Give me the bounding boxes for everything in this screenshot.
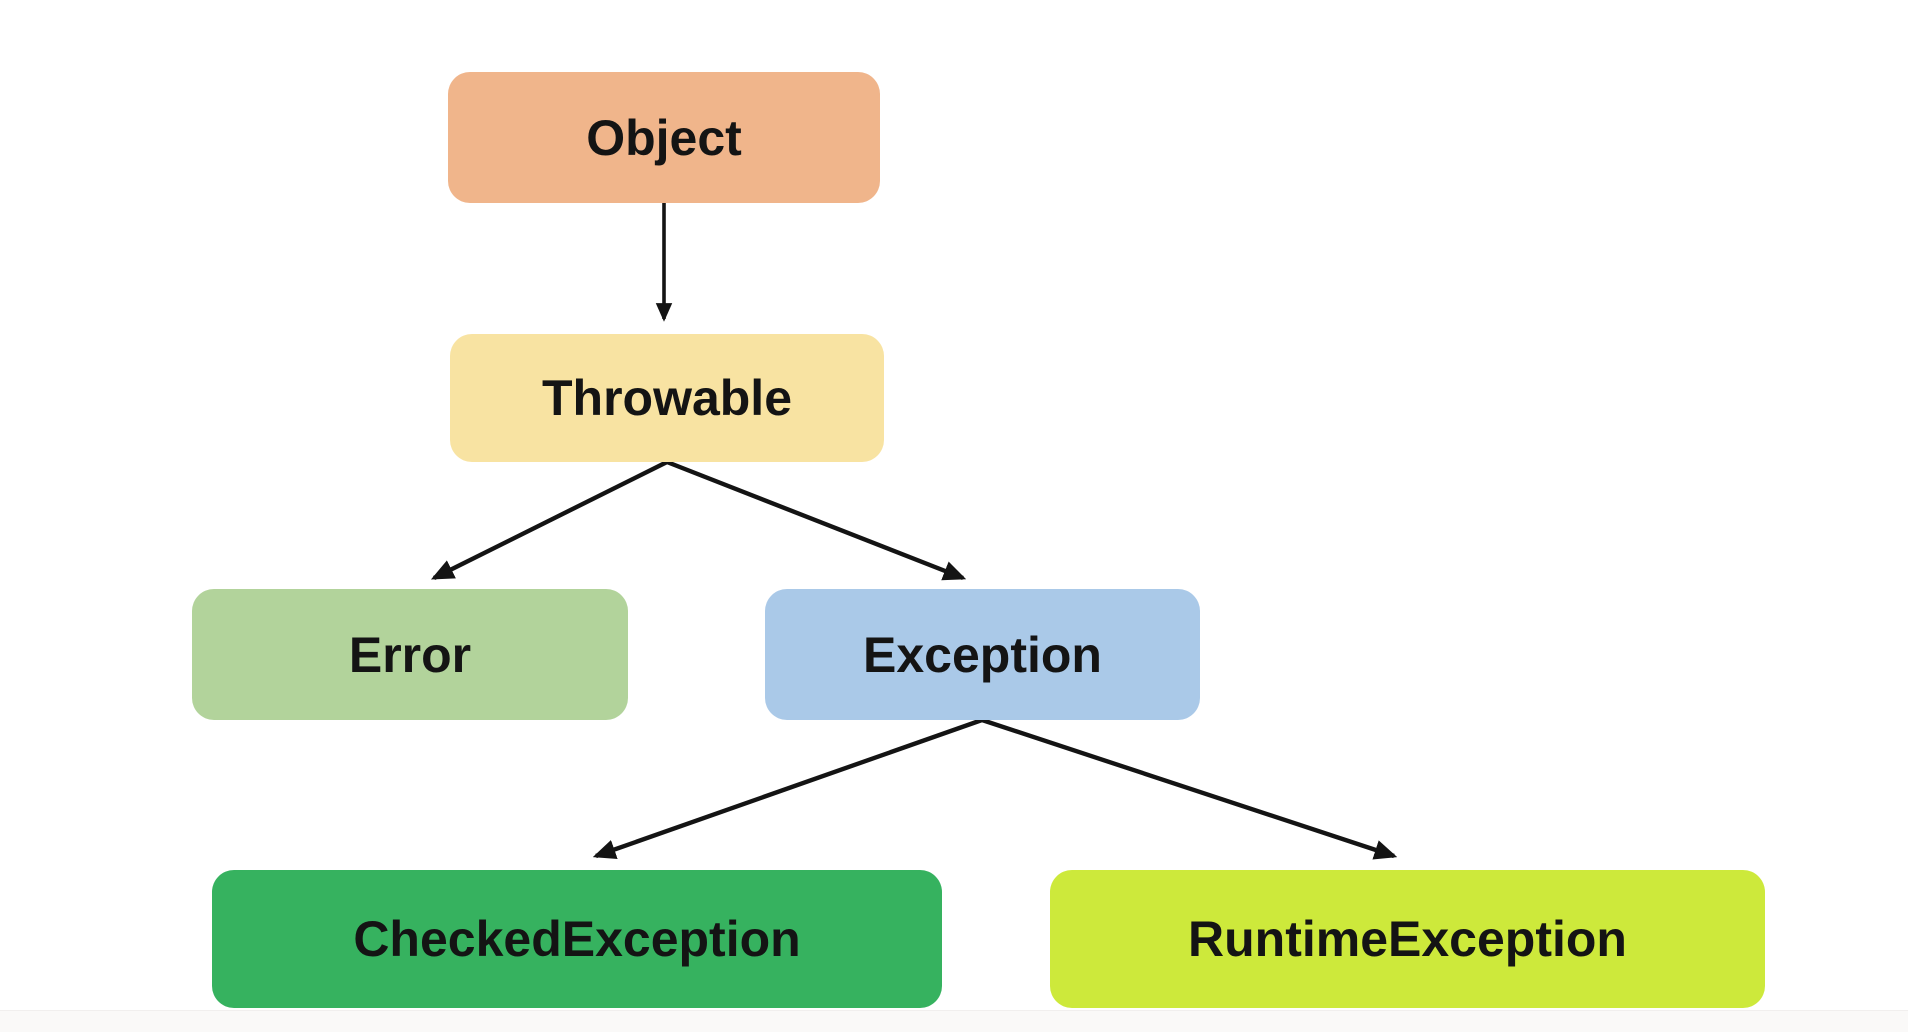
node-error-label: Error <box>348 626 472 683</box>
diagram-node-checked-exception: CheckedException <box>212 870 942 1008</box>
node-runtime-exception-label: RuntimeException <box>1188 911 1627 967</box>
node-exception-label: Exception <box>863 626 1102 683</box>
diagram-node-throwable: Throwable <box>450 334 884 462</box>
edge-throwable-error <box>430 460 668 580</box>
edge-exception-runtimeexception <box>981 717 1398 860</box>
diagram-node-error: Error <box>192 589 628 720</box>
edge-exception-checkedexception <box>592 717 983 860</box>
diagram-node-runtime-exception: RuntimeException <box>1050 870 1765 1008</box>
diagram-node-object: Object <box>448 72 880 203</box>
node-object-label: Object <box>586 109 742 166</box>
node-throwable-label: Throwable <box>541 370 793 426</box>
edge-throwable-exception <box>666 459 967 581</box>
bottom-edge-strip <box>0 1010 1908 1032</box>
node-checked-exception-label: CheckedException <box>353 911 801 967</box>
diagram-node-exception: Exception <box>765 589 1200 720</box>
